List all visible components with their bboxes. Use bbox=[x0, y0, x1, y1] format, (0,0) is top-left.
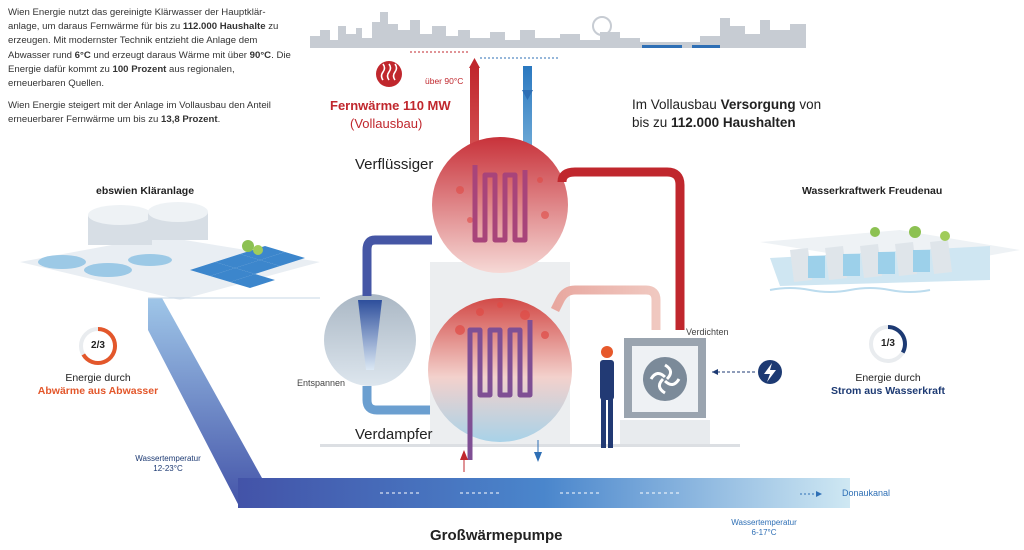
label-verdichten: Verdichten bbox=[686, 327, 729, 337]
pipe-evaporator-to-compressor bbox=[550, 285, 661, 330]
share-left-value: 2/3 bbox=[91, 340, 105, 351]
label-wasserkraftwerk: Wasserkraftwerk Freudenau bbox=[802, 185, 943, 197]
label-verdampfer: Verdampfer bbox=[355, 426, 433, 443]
energy-source-left: Energie durch Abwärme aus Abwasser bbox=[37, 372, 159, 397]
sewage-plant-illustration bbox=[20, 202, 320, 300]
label-donaukanal: Donaukanal bbox=[842, 488, 891, 498]
share-right-value: 1/3 bbox=[881, 338, 895, 349]
energy-source-right: Energie durch Strom aus Wasserkraft bbox=[831, 372, 945, 397]
label-versorgung: Im Vollausbau Versorgung von bis zu 112.… bbox=[632, 97, 822, 130]
lightning-bolt-icon bbox=[758, 360, 782, 384]
label-vollausbau: (Vollausbau) bbox=[350, 116, 423, 131]
hydro-plant-illustration bbox=[760, 226, 1020, 293]
label-fernwaerme: Fernwärme 110 MW bbox=[330, 98, 451, 113]
heat-waves-icon bbox=[376, 61, 402, 87]
intro-paragraph-1: Wien Energie nutzt das gereinigte Klärwa… bbox=[8, 7, 291, 90]
supply-pipe-red bbox=[470, 66, 479, 170]
intro-paragraph-2: Wien Energie steigert mit der Anlage im … bbox=[8, 100, 271, 126]
diagram-title: Großwärmepumpe bbox=[430, 527, 563, 544]
share-circle-left bbox=[79, 327, 118, 365]
worker-silhouette-icon bbox=[600, 346, 614, 448]
label-klaeranlage: ebswien Kläranlage bbox=[96, 185, 195, 197]
evaporator-vessel bbox=[428, 298, 572, 460]
expansion-valve bbox=[324, 294, 416, 386]
city-skyline bbox=[310, 12, 806, 48]
condenser-vessel bbox=[432, 137, 568, 273]
return-pipe-blue bbox=[523, 66, 532, 170]
water-channel bbox=[148, 297, 850, 508]
label-over-90: über 90°C bbox=[425, 76, 464, 86]
pipe-condenser-to-expansion bbox=[362, 235, 432, 296]
water-temp-in: Wassertemperatur 12-23°C bbox=[135, 454, 201, 473]
fan-icon bbox=[643, 357, 687, 401]
pipe-expansion-to-evaporator bbox=[362, 386, 430, 415]
intro-text: Wien Energie nutzt das gereinigte Klärwa… bbox=[8, 6, 293, 136]
pipe-compressor-to-condenser bbox=[557, 167, 685, 330]
label-entspannen: Entspannen bbox=[297, 378, 346, 388]
label-verfluessiger: Verflüssiger bbox=[355, 156, 434, 173]
share-circle-right bbox=[869, 325, 907, 363]
water-temp-out: Wassertemperatur 6-17°C bbox=[731, 518, 797, 537]
